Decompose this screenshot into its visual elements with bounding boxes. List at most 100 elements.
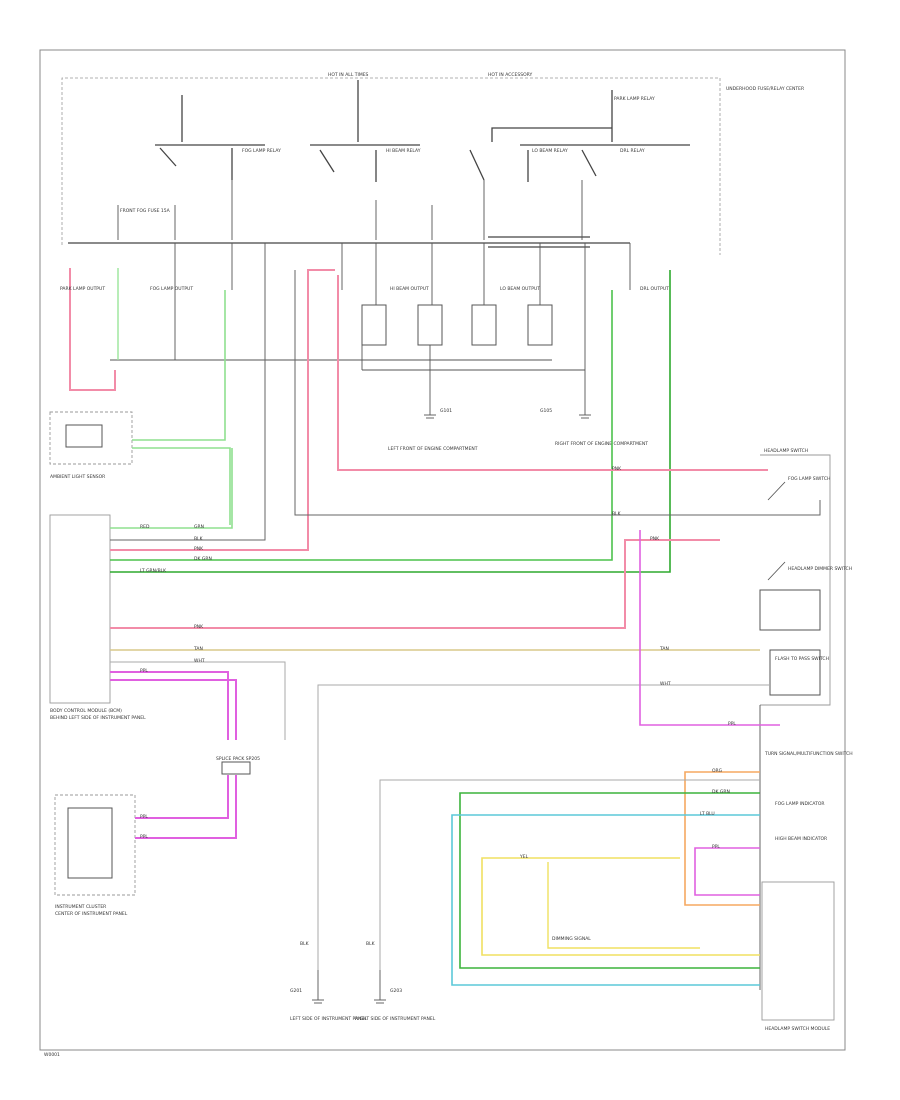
- fuses: [117, 180, 583, 240]
- label-org-1: ORG: [712, 768, 723, 774]
- headlamp-switch-module-box: [761, 881, 835, 1021]
- cluster-label: INSTRUMENT CLUSTER: [55, 904, 106, 910]
- label-park-out: PARK LAMP OUTPUT: [60, 286, 105, 292]
- drl-relay-label: DRL RELAY: [620, 148, 645, 154]
- g105-label: G105: [540, 408, 552, 414]
- ground-g101: G101 LEFT FRONT OF ENGINE COMPARTMENT: [388, 400, 478, 452]
- splice-pack: SPLICE PACK SP205: [216, 756, 260, 775]
- g105-text: RIGHT FRONT OF ENGINE COMPARTMENT: [555, 441, 648, 447]
- label-pnk-4: PNK: [650, 536, 660, 542]
- fog-indicator-label: FOG LAMP INDICATOR: [775, 801, 825, 807]
- label-ppl-4: PPL: [712, 844, 720, 850]
- underhood-fuse-box-label: UNDERHOOD FUSE/RELAY CENTER: [726, 86, 804, 92]
- label-ppl-1: PPL: [140, 668, 148, 674]
- label-yel-1: YEL: [519, 854, 529, 860]
- wire-pink-row: [110, 539, 720, 629]
- label-ltblu-1: LT BLU: [700, 811, 715, 817]
- g203-text: RIGHT SIDE OF INSTRUMENT PANEL: [355, 1016, 436, 1022]
- label-lo-out: LO BEAM OUTPUT: [500, 286, 540, 292]
- g201-label: G201: [290, 988, 302, 994]
- wire-gray-lower: [379, 779, 760, 970]
- label-pnk-1: PNK: [194, 546, 204, 552]
- wire-pink-bcm: [110, 269, 335, 551]
- bcm-box: [49, 514, 111, 704]
- turn-switch-label: TURN SIGNAL/MULTIFUNCTION SWITCH: [764, 751, 853, 757]
- label-grn-1: GRN: [194, 524, 204, 530]
- wire-green-bcm-2: [110, 290, 613, 561]
- wire-green-ambient: [132, 290, 226, 441]
- headlamp-switch-assembly: HEADLAMP SWITCH FOG LAMP SWITCH HEADLAMP…: [759, 448, 852, 706]
- instrument-cluster: INSTRUMENT CLUSTER CENTER OF INSTRUMENT …: [54, 794, 136, 917]
- label-pnk-3: PNK: [612, 466, 622, 472]
- wire-magenta-cluster-1: [135, 775, 229, 819]
- label-dkgrn-2: DK GRN: [712, 789, 730, 795]
- label-ppl-5: PPL: [728, 721, 736, 727]
- wire-black-headlamp: [294, 270, 821, 516]
- label-ppl-2: PPL: [140, 814, 148, 820]
- label-pnk-2: PNK: [194, 624, 204, 630]
- wire-orange: [684, 771, 760, 906]
- label-dkgrn-1: DK GRN: [194, 556, 212, 562]
- lamp-blocks: [110, 290, 586, 400]
- bcm-module: BODY CONTROL MODULE (BCM) BEHIND LEFT SI…: [49, 514, 146, 721]
- relay-labels: FOG LAMP RELAY HI BEAM RELAY LO BEAM REL…: [120, 96, 655, 214]
- cluster-loc: CENTER OF INSTRUMENT PANEL: [55, 911, 128, 917]
- label-red-1: RED: [140, 524, 150, 530]
- label-blk-2: BLK: [612, 511, 622, 517]
- label-wht-2: WHT: [660, 681, 671, 687]
- dimmer-label: HEADLAMP DIMMER SWITCH: [788, 566, 852, 572]
- hot-accessory-label: HOT IN ACCESSORY: [488, 72, 532, 78]
- ground-g105: G105 RIGHT FRONT OF ENGINE COMPARTMENT: [540, 400, 648, 447]
- label-drl-out: DRL OUTPUT: [640, 286, 669, 292]
- ground-g203: G203 RIGHT SIDE OF INSTRUMENT PANEL: [355, 970, 436, 1022]
- label-hi-out: HI BEAM OUTPUT: [390, 286, 429, 292]
- wire-black-bcm-1: [110, 290, 266, 541]
- headlamp-switch-label: HEADLAMP SWITCH: [764, 448, 808, 454]
- label-blk-4: BLK: [366, 941, 376, 947]
- hi-beam-indicator-label: HIGH BEAM INDICATOR: [775, 836, 827, 842]
- label-ppl-3: PPL: [140, 834, 148, 840]
- label-dimming: DIMMING SIGNAL: [552, 936, 591, 942]
- wire-gray-long: [317, 684, 770, 690]
- wire-gray-row: [110, 661, 286, 740]
- bcm-loc: BEHIND LEFT SIDE OF INSTRUMENT PANEL: [50, 715, 146, 721]
- wire-yellow: [481, 857, 760, 956]
- label-ltgrn-1: LT GRN/BLK: [140, 568, 167, 574]
- ambient-light-sensor: AMBIENT LIGHT SENSOR: [49, 411, 133, 480]
- front-fog-fuse-label: FRONT FOG FUSE 15A: [120, 208, 171, 214]
- wire-magenta-right: [639, 530, 780, 726]
- ambient-sensor-label: AMBIENT LIGHT SENSOR: [50, 474, 105, 480]
- wire-yellow-2: [547, 862, 700, 949]
- park-relay-label: PARK LAMP RELAY: [614, 96, 655, 102]
- page-code: W0001: [44, 1052, 60, 1058]
- lo-beam-relay-label: LO BEAM RELAY: [532, 148, 568, 154]
- wire-green-bcm-1: [110, 448, 233, 529]
- wire-cyan: [451, 814, 760, 986]
- bcm-label: BODY CONTROL MODULE (BCM): [50, 708, 122, 714]
- wire-red-left: [69, 268, 116, 391]
- wire-magenta-lower: [694, 847, 760, 896]
- diagram-frame: [39, 49, 846, 1051]
- g101-label: G101: [440, 408, 452, 414]
- label-wht-1: WHT: [194, 658, 205, 664]
- wire-green-lower: [459, 792, 760, 969]
- wire-color-labels: RED GRN BLK PNK DK GRN LT GRN/BLK PNK TA…: [60, 286, 736, 947]
- fog-switch-label: FOG LAMP SWITCH: [788, 476, 830, 482]
- wire-magenta-cluster-2: [135, 775, 237, 839]
- g201-text: LEFT SIDE OF INSTRUMENT PANEL: [290, 1016, 367, 1022]
- hi-beam-relay-label: HI BEAM RELAY: [386, 148, 421, 154]
- g101-text: LEFT FRONT OF ENGINE COMPARTMENT: [388, 446, 478, 452]
- flash-to-pass-label: FLASH TO PASS SWITCH: [775, 656, 829, 662]
- headlamp-switch-module-label: HEADLAMP SWITCH MODULE: [765, 1026, 830, 1032]
- ground-g201: G201 LEFT SIDE OF INSTRUMENT PANEL: [290, 970, 367, 1022]
- wire-green-bcm-3: [110, 270, 671, 573]
- label-tan-2: TAN: [659, 646, 669, 652]
- label-blk-3: BLK: [300, 941, 310, 947]
- wire-magenta-2: [110, 679, 237, 740]
- splice-pack-label: SPLICE PACK SP205: [216, 756, 260, 762]
- label-blk-1: BLK: [194, 536, 204, 542]
- ambient-sensor-box: [49, 411, 133, 465]
- underhood-fuse-box: HOT IN ALL TIMES HOT IN ACCESSORY UNDERH…: [61, 72, 804, 255]
- hot-in-run-label: HOT IN ALL TIMES: [328, 72, 369, 78]
